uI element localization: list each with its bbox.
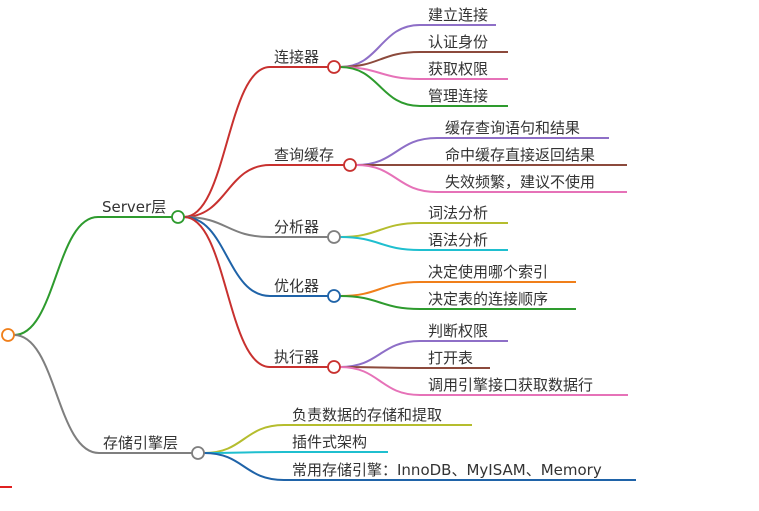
connector-label: 连接器 bbox=[274, 48, 319, 66]
leaf-cache-hit-return: 命中缓存直接返回结果 bbox=[445, 146, 595, 164]
leaf-invalidation-frequent: 失效频繁，建议不使用 bbox=[445, 173, 595, 191]
leaf-authenticate-identity: 认证身份 bbox=[428, 33, 488, 51]
leaf-cache-query-and-result: 缓存查询语句和结果 bbox=[445, 119, 580, 137]
storage-layer-label: 存储引擎层 bbox=[103, 434, 178, 452]
edge-leaf bbox=[339, 281, 421, 297]
edge-leaf bbox=[339, 366, 421, 396]
leaf-choose-index: 决定使用哪个索引 bbox=[428, 263, 548, 281]
edge-leaf bbox=[339, 66, 421, 107]
leaf-check-permission: 判断权限 bbox=[428, 322, 488, 340]
optimizer-node[interactable] bbox=[327, 289, 341, 303]
edge-server-child bbox=[183, 216, 271, 368]
leaf-manage-connection: 管理连接 bbox=[428, 87, 488, 105]
connector-node[interactable] bbox=[327, 60, 341, 74]
analyzer-label: 分析器 bbox=[274, 218, 319, 236]
root-node-connector[interactable] bbox=[1, 328, 15, 342]
leaf-open-table: 打开表 bbox=[428, 349, 473, 367]
edge-storage-leaf bbox=[203, 451, 285, 454]
storage-layer-node[interactable] bbox=[191, 446, 205, 460]
edge-leaf bbox=[355, 164, 438, 193]
edge-leaf bbox=[339, 236, 421, 251]
leaf-join-order: 决定表的连接顺序 bbox=[428, 290, 548, 308]
edge-server-child bbox=[183, 216, 271, 238]
edge-server-child bbox=[183, 216, 271, 297]
analyzer-node[interactable] bbox=[327, 230, 341, 244]
edge-root-server bbox=[13, 216, 99, 336]
query-cache-label: 查询缓存 bbox=[274, 146, 334, 164]
edge-leaf bbox=[355, 137, 438, 166]
edge-server-child bbox=[183, 164, 271, 218]
leaf-get-permissions: 获取权限 bbox=[428, 60, 488, 78]
edge-leaf bbox=[339, 24, 421, 68]
edge-leaf bbox=[339, 340, 421, 368]
edge-storage-leaf bbox=[203, 452, 285, 481]
edge-storage-leaf bbox=[203, 424, 285, 454]
edge-root-storage bbox=[13, 334, 100, 454]
executor-node[interactable] bbox=[327, 360, 341, 374]
executor-label: 执行器 bbox=[274, 348, 319, 366]
nodes-layer: Server层 存储引擎层 连接器 查询缓存 分析器 优化器 执行器 建立连接 … bbox=[0, 6, 636, 488]
edge-server-child bbox=[183, 66, 271, 218]
leaf-store-and-retrieve: 负责数据的存储和提取 bbox=[292, 406, 442, 424]
leaf-plugin-architecture: 插件式架构 bbox=[292, 433, 367, 451]
leaf-call-engine-api: 调用引擎接口获取数据行 bbox=[428, 376, 593, 394]
leaf-lexical-analysis: 词法分析 bbox=[428, 204, 488, 222]
leaf-establish-connection: 建立连接 bbox=[428, 6, 488, 24]
optimizer-label: 优化器 bbox=[274, 277, 319, 295]
query-cache-node[interactable] bbox=[343, 158, 357, 172]
edge-leaf bbox=[339, 295, 421, 310]
edge-leaf bbox=[339, 222, 421, 238]
leaf-syntax-analysis: 语法分析 bbox=[428, 231, 488, 249]
leaf-common-engines: 常用存储引擎：InnoDB、MyISAM、Memory bbox=[292, 461, 602, 479]
server-layer-node[interactable] bbox=[171, 210, 185, 224]
server-layer-label: Server层 bbox=[102, 198, 166, 216]
edges-layer bbox=[13, 24, 438, 481]
